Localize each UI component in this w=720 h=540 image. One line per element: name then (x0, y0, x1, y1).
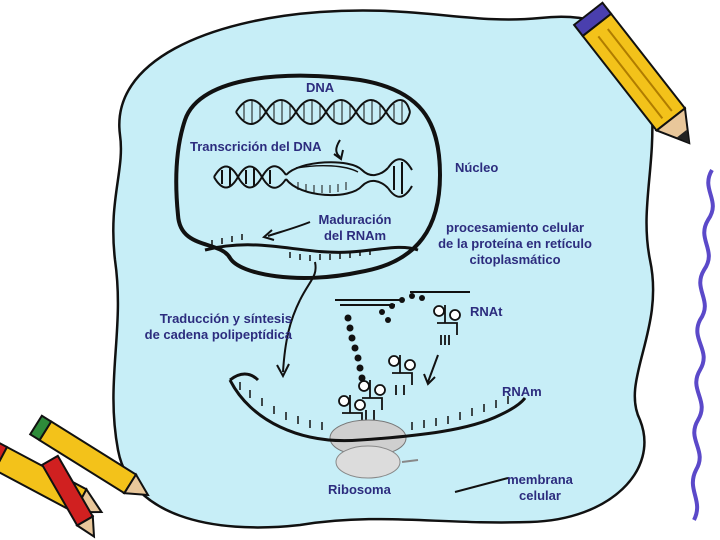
pencil-icon (572, 1, 691, 145)
maturation-label: Maduración del RNAm (300, 212, 410, 244)
translation-label-line1: Traducción y síntesis (159, 311, 292, 326)
processing-label: procesamiento celular de la proteína en … (420, 220, 610, 268)
ribosome-label: Ribosoma (328, 482, 391, 497)
process-arrows (261, 139, 439, 386)
trna-label: RNAt (470, 304, 503, 319)
dna-label: DNA (306, 80, 335, 95)
translation-label: Traducción y síntesis de cadena polipept… (120, 311, 292, 343)
decorative-squiggle-border (690, 168, 715, 521)
processing-label-line2: de la proteína en retículo (438, 236, 592, 251)
processing-label-line1: procesamiento celular (446, 220, 584, 235)
pencil-cluster-icon (0, 414, 150, 539)
processing-label-line3: citoplasmático (469, 252, 561, 267)
transcription-label: Transcrición del DNA (190, 139, 322, 154)
cytoplasm-mrna-strand (228, 372, 527, 443)
mature-mrna-strand (204, 234, 419, 261)
nucleus-envelope (174, 73, 443, 280)
transcription-helix (213, 158, 413, 198)
membrane-label-line1: membrana (507, 472, 573, 487)
membrane-pointer-line (454, 477, 509, 493)
trna-molecules (338, 305, 461, 435)
membrane-label: membrana celular (500, 472, 580, 504)
reticulum-strands (335, 291, 470, 306)
maturation-label-line1: Maduración (318, 212, 392, 227)
membrane-label-line2: celular (519, 488, 561, 503)
nucleus-label: Núcleo (455, 160, 499, 175)
maturation-label-line2: del RNAm (323, 228, 387, 243)
dna-double-helix (235, 99, 411, 125)
mrna-label: RNAm (502, 384, 542, 399)
cell-membrane (112, 9, 655, 529)
translation-label-line2: de cadena polipeptídica (144, 327, 292, 342)
